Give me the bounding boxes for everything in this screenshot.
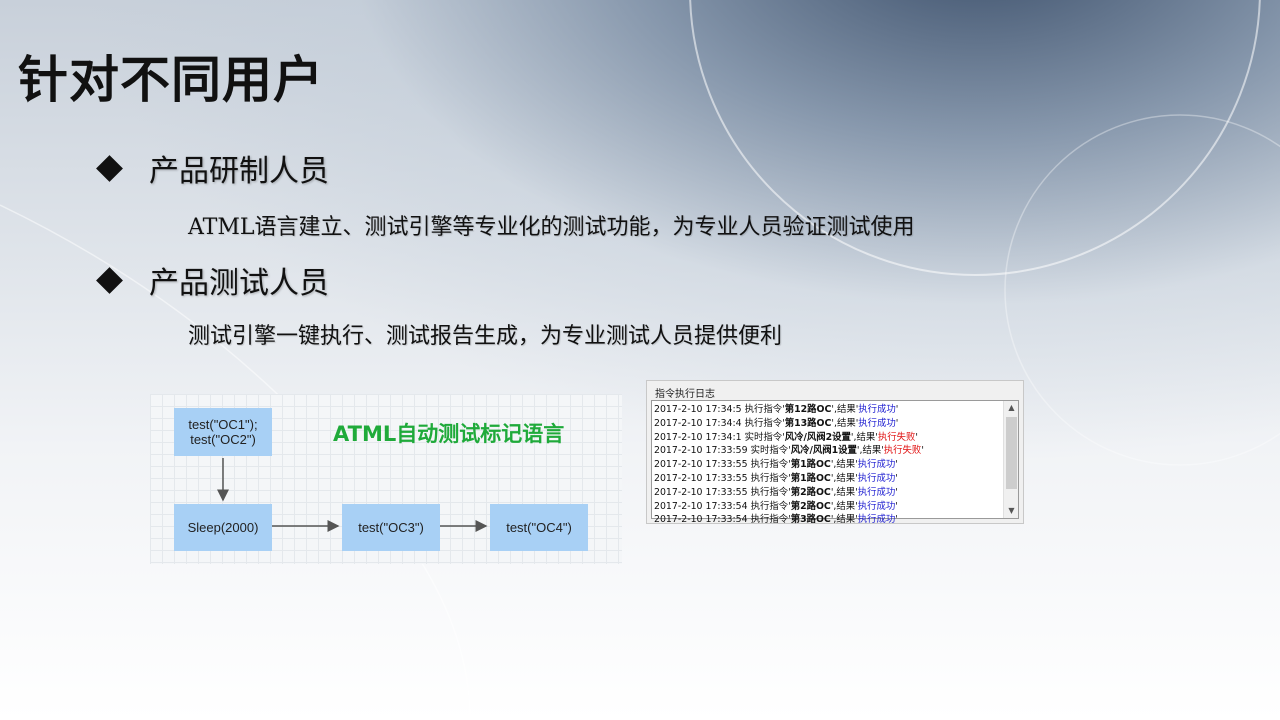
log-command: 第1路OC <box>790 472 831 484</box>
scroll-thumb[interactable] <box>1006 417 1017 489</box>
log-command: 第3路OC <box>790 514 831 526</box>
bullet-item-developers: 产品研制人员 <box>96 146 329 190</box>
log-command: 第13路OC <box>784 417 832 429</box>
node-label: test("OC2") <box>190 432 256 447</box>
slide-title: 针对不同用户 <box>18 51 324 109</box>
log-action: 执行指令 <box>750 500 789 512</box>
log-command: 第2路OC <box>790 486 831 498</box>
command-log-panel: 指令执行日志 2017-2-10 17:34:5 执行指令'第12路OC',结果… <box>646 380 1024 525</box>
log-entry[interactable]: 2017-2-10 17:34:5 执行指令'第12路OC',结果'执行成功' <box>654 404 899 415</box>
log-result: 执行成功 <box>858 404 896 415</box>
log-entry[interactable]: 2017-2-10 17:33:54 执行指令'第3路OC',结果'执行成功' <box>654 514 898 526</box>
log-command: 第2路OC <box>790 500 831 512</box>
log-entry[interactable]: 2017-2-10 17:34:1 实时指令'风冷/风阀2设置',结果'执行失败… <box>654 431 918 443</box>
log-time: 2017-2-10 17:33:59 <box>654 445 748 457</box>
log-action: 实时指令 <box>750 445 789 457</box>
log-result-label: 结果 <box>836 514 856 526</box>
log-command: 第1路OC <box>790 459 831 471</box>
diamond-bullet-icon <box>96 266 123 294</box>
log-result-label: 结果 <box>836 459 856 471</box>
log-result-label: 结果 <box>836 486 856 498</box>
log-time: 2017-2-10 17:33:54 <box>654 500 748 512</box>
bullet-heading: 产品测试人员 <box>149 266 329 301</box>
log-result: 执行失败 <box>877 431 916 443</box>
node-label: test("OC1"); <box>188 417 258 432</box>
log-action: 执行指令 <box>750 486 789 498</box>
log-action: 执行指令 <box>750 459 789 471</box>
log-command: 风冷/风阀1设置 <box>790 445 857 457</box>
log-result: 执行失败 <box>883 445 922 457</box>
log-entry[interactable]: 2017-2-10 17:33:54 执行指令'第2路OC',结果'执行成功' <box>654 500 898 512</box>
flow-arrows <box>217 458 488 532</box>
log-result-label: 结果 <box>836 472 856 484</box>
log-action: 执行指令 <box>744 404 783 415</box>
scroll-down-icon[interactable]: ▼ <box>1008 506 1015 515</box>
log-entries: 2017-2-10 17:34:5 执行指令'第12路OC',结果'执行成功'2… <box>654 403 1002 527</box>
log-result-label: 结果 <box>836 404 856 415</box>
log-listbox[interactable]: 2017-2-10 17:34:5 执行指令'第12路OC',结果'执行成功'2… <box>651 400 1019 525</box>
log-result-label: 结果 <box>836 500 856 512</box>
log-action: 实时指令 <box>744 431 783 443</box>
log-time: 2017-2-10 17:34:1 <box>654 431 742 443</box>
log-action: 执行指令 <box>750 514 789 526</box>
bullet-item-testers: 产品测试人员 <box>96 258 329 302</box>
bullet-description: ATML语言建立、测试引擎等专业化的测试功能，为专业人员验证测试使用 <box>188 215 915 240</box>
log-result: 执行成功 <box>857 500 896 512</box>
log-time: 2017-2-10 17:34:4 <box>654 417 742 429</box>
log-action: 执行指令 <box>744 417 783 429</box>
log-result-label: 结果 <box>836 417 856 429</box>
log-command: 风冷/风阀2设置 <box>784 431 851 443</box>
log-time: 2017-2-10 17:34:5 <box>654 404 742 415</box>
log-entry[interactable]: 2017-2-10 17:33:55 执行指令'第2路OC',结果'执行成功' <box>654 486 898 498</box>
bullet-heading: 产品研制人员 <box>149 154 329 189</box>
scroll-up-icon[interactable]: ▲ <box>1008 403 1015 412</box>
log-result: 执行成功 <box>857 472 896 484</box>
bullet-description: 测试引擎一键执行、测试报告生成，为专业测试人员提供便利 <box>188 324 783 349</box>
log-result: 执行成功 <box>857 459 896 471</box>
log-time: 2017-2-10 17:33:54 <box>654 514 748 526</box>
log-command: 第12路OC <box>784 404 832 415</box>
atml-flow-diagram: test("OC1"); test("OC2") Sleep(2000) tes… <box>150 394 622 564</box>
log-time: 2017-2-10 17:33:55 <box>654 459 748 471</box>
log-result: 执行成功 <box>857 514 896 526</box>
diagram-title: ATML自动测试标记语言 <box>333 422 565 446</box>
log-entry[interactable]: 2017-2-10 17:33:55 执行指令'第1路OC',结果'执行成功' <box>654 459 898 471</box>
log-time: 2017-2-10 17:33:55 <box>654 486 748 498</box>
flow-node-oc4: test("OC4") <box>490 504 588 551</box>
log-time: 2017-2-10 17:33:55 <box>654 472 748 484</box>
log-entry[interactable]: 2017-2-10 17:33:59 实时指令'风冷/风阀1设置',结果'执行失… <box>654 445 924 457</box>
log-result-label: 结果 <box>862 445 882 457</box>
flow-node-oc3: test("OC3") <box>342 504 440 551</box>
log-entry[interactable]: 2017-2-10 17:34:4 执行指令'第13路OC',结果'执行成功' <box>654 417 899 429</box>
log-result: 执行成功 <box>857 486 896 498</box>
log-result: 执行成功 <box>858 417 896 429</box>
log-entry[interactable]: 2017-2-10 17:33:55 执行指令'第1路OC',结果'执行成功' <box>654 472 898 484</box>
log-scrollbar[interactable]: ▲ ▼ <box>1003 401 1018 518</box>
log-result-label: 结果 <box>856 431 876 443</box>
log-action: 执行指令 <box>750 472 789 484</box>
flow-node-sleep: Sleep(2000) <box>174 504 272 551</box>
diamond-bullet-icon <box>96 154 123 182</box>
log-panel-title: 指令执行日志 <box>655 389 715 400</box>
flow-node-start: test("OC1"); test("OC2") <box>174 408 272 456</box>
